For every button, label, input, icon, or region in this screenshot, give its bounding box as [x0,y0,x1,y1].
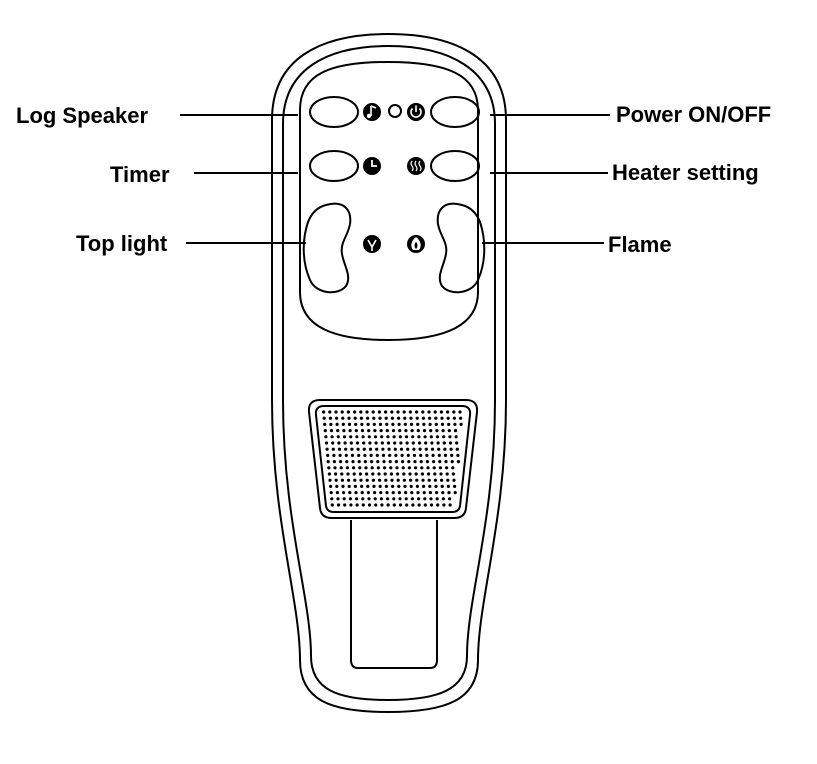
top-light-label: Top light [76,231,168,256]
flame-button[interactable] [436,202,486,294]
remote-body-inner [282,44,496,702]
timer-clock-icon [363,157,381,175]
remote-body-outer [271,32,507,714]
flame-label: Flame [608,232,672,257]
speaker-grille-dots [322,410,463,507]
log-speaker-button[interactable] [309,96,359,128]
top-light-button[interactable] [302,202,352,294]
indicator-led [388,104,402,118]
heater-waves-icon [407,157,425,175]
music-note-icon [363,103,381,121]
button-panel [299,60,479,342]
speaker-grille-frame [307,399,479,519]
log-speaker-label: Log Speaker [16,103,148,128]
power-icon [407,103,425,121]
battery-compartment [350,520,438,669]
power-button[interactable] [430,96,480,128]
timer-button[interactable] [309,150,359,182]
heater-button[interactable] [430,150,480,182]
heater-label: Heater setting [612,160,759,185]
speaker-grille-inner [314,405,472,513]
flame-icon [407,235,425,253]
top-light-icon [363,235,381,253]
power-label: Power ON/OFF [616,102,771,127]
timer-label: Timer [110,162,170,187]
